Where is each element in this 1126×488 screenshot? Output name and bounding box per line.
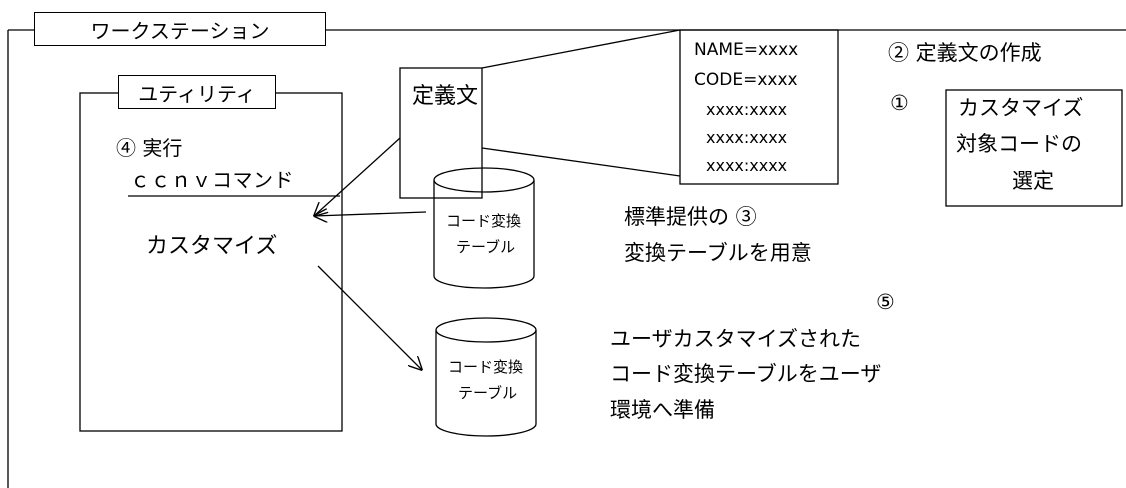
- definition-line: xxxx:xxxx: [706, 156, 788, 175]
- db-user-label: コード変換: [448, 358, 524, 376]
- db-user-label: テーブル: [458, 384, 518, 402]
- step1-box-line: 選定: [1012, 169, 1054, 193]
- definition-line: xxxx:xxxx: [706, 100, 788, 119]
- step5-marker: ⑤: [876, 290, 895, 314]
- definition-line: xxxx:xxxx: [706, 128, 788, 147]
- step4-label: ④ 実行: [116, 136, 183, 160]
- step3-line: 標準提供の ③: [624, 205, 757, 229]
- arrow-definition-to-command: [314, 137, 401, 216]
- definition-line: CODE=xxxx: [694, 70, 798, 90]
- utility-label: ユティリティ: [138, 81, 256, 106]
- utility-tab: ユティリティ: [118, 75, 276, 109]
- db-standard-label: コード変換: [446, 212, 522, 230]
- step3-line: 変換テーブルを用意: [624, 241, 812, 265]
- definition-label: 定義文: [412, 84, 479, 109]
- step1-box-line: 対象コードの: [956, 132, 1082, 156]
- definition-box: [399, 67, 483, 199]
- step2-label: ② 定義文の作成: [888, 41, 1042, 65]
- db-user-cylinder: [435, 317, 537, 437]
- workstation-label: ワークステーション: [90, 18, 270, 43]
- db-standard-cylinder: [433, 167, 535, 289]
- step5-line: 環境へ準備: [610, 398, 715, 422]
- step5-line: ユーザカスタマイズされた: [610, 327, 861, 351]
- step1-box: [945, 89, 1123, 207]
- db-standard-label: テーブル: [456, 238, 516, 256]
- arrow-customize-to-usertable: [317, 265, 422, 370]
- connector-bottom: [481, 147, 681, 177]
- definition-detail-box: [679, 29, 839, 185]
- step5-line: コード変換テーブルをユーザ: [610, 362, 882, 386]
- customize-label: カスタマイズ: [146, 234, 278, 259]
- step1-box-line: カスタマイズ: [958, 96, 1084, 120]
- ccnv-command-label: ｃｃｎｖコマンド: [130, 168, 294, 192]
- connector-top: [481, 29, 681, 69]
- arrow-table-to-command: [314, 212, 427, 216]
- step1-marker: ①: [890, 91, 909, 115]
- definition-line: NAME=xxxx: [694, 40, 799, 60]
- workstation-tab: ワークステーション: [34, 12, 326, 46]
